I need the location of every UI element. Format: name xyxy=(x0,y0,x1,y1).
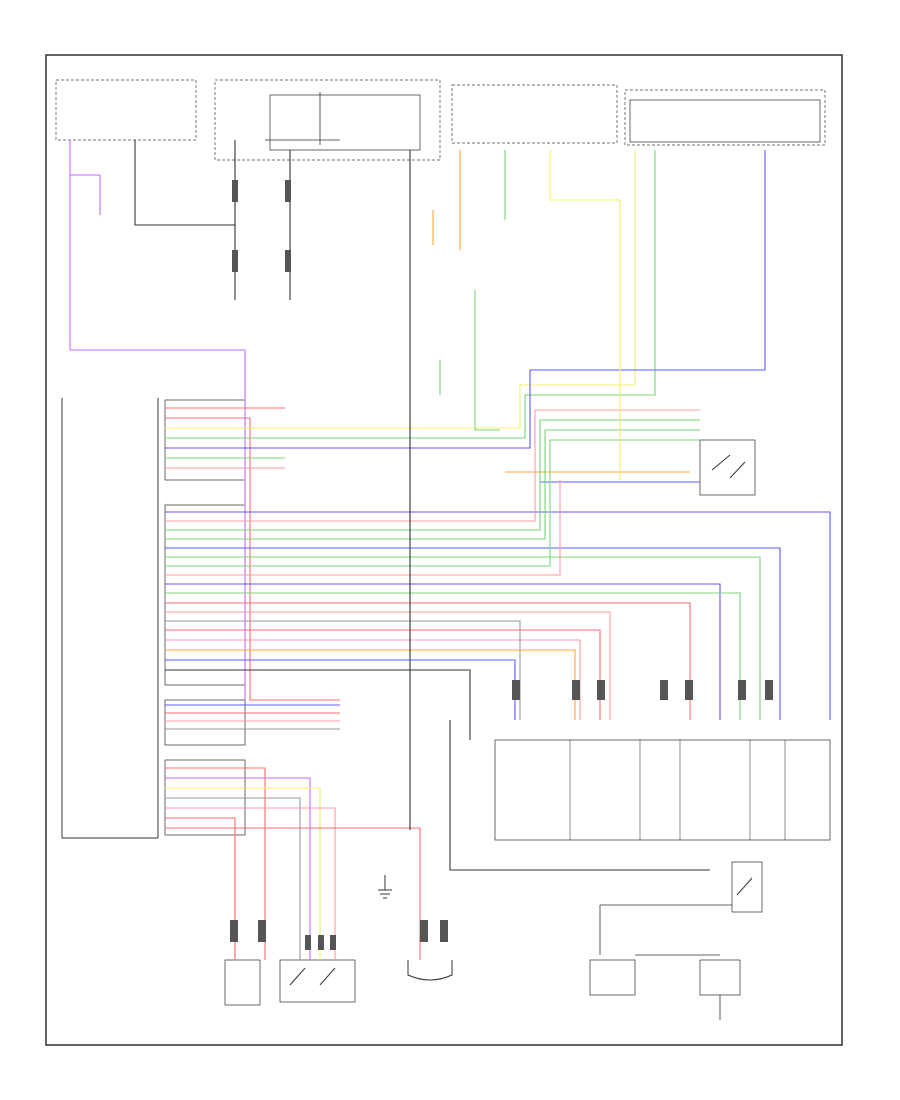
overdrive-switch-box xyxy=(699,439,756,496)
connector-block-c2 xyxy=(164,504,246,686)
bottom-right-sensor xyxy=(407,960,453,981)
pressure-switch xyxy=(589,861,763,1020)
connector-block-c3 xyxy=(164,699,246,746)
bottom-center-switch xyxy=(279,959,356,1003)
bottom-left-sensor xyxy=(224,959,261,1006)
wire-set xyxy=(69,140,831,960)
transmission-section xyxy=(494,739,831,841)
ground-icon xyxy=(378,875,392,899)
diagram-frame xyxy=(45,54,843,1046)
top-right-fuse-group xyxy=(451,84,826,146)
top-left-fuse-group xyxy=(55,79,441,161)
control-module xyxy=(61,398,159,839)
connector-ticks xyxy=(230,180,773,950)
